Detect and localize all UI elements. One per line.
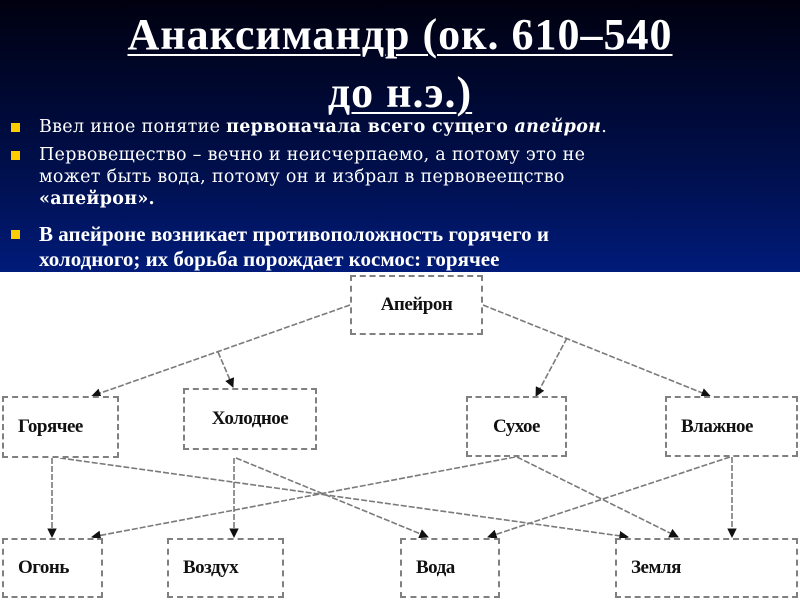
node-label: Земля — [631, 557, 681, 578]
bullet-3-line-2: холодного; их борьба порождает космос: г… — [39, 247, 500, 271]
node-label: Воздух — [183, 557, 239, 578]
node-water: Вода — [400, 538, 500, 598]
edge-wet-water — [487, 456, 731, 539]
bullet-1-part-4: . — [601, 117, 608, 137]
bullet-2-line-1: Первовещество – вечно и неисчерпаемо, а … — [39, 145, 586, 165]
node-earth: Земля — [615, 538, 798, 598]
node-cold: Холодное — [183, 388, 317, 450]
node-hot: Горячее — [2, 396, 119, 458]
edge-cold-water — [235, 457, 429, 539]
bullet-1-part-1: Ввел иное понятие — [39, 117, 227, 137]
node-label: Вода — [416, 557, 455, 578]
edge-dry-fire — [91, 456, 516, 541]
node-label: Влажное — [681, 415, 754, 437]
edge-dry-earth — [516, 456, 679, 538]
node-label: Холодное — [211, 408, 289, 429]
bullet-text-2: Первовещество – вечно и неисчерпаемо, а … — [39, 144, 794, 210]
title-line-1: Анаксимандр (ок. 610–540 — [127, 10, 673, 59]
node-dry: Сухое — [466, 396, 567, 457]
edge-apeiron-dry — [535, 337, 568, 397]
bullet-1-part-3: апейрон — [514, 117, 602, 137]
bullet-square-icon — [11, 123, 20, 132]
bullet-2-line-3: «апейрон». — [39, 189, 155, 209]
bullet-text-3: В апейроне возникает противоположность г… — [39, 222, 794, 272]
node-fire: Огонь — [2, 538, 103, 598]
bullet-square-icon — [11, 151, 20, 160]
node-label: Огонь — [18, 557, 69, 578]
edge-apeiron-cold — [217, 351, 235, 388]
bullet-1-part-2: первоначала всего сущего — [226, 117, 515, 137]
bullet-2-line-2: может быть вода, потому он и избрал в пе… — [39, 167, 565, 187]
title-line-2: до н.э.) — [327, 68, 473, 117]
slide-title: Анаксимандр (ок. 610–540 до н.э.) — [0, 6, 800, 122]
node-label: Горячее — [18, 416, 83, 437]
edge-hot-earth — [59, 457, 629, 541]
apeiron-diagram: Апейрон Горячее Холодное Сухое Влажное О… — [0, 272, 800, 600]
node-label: Сухое — [493, 415, 540, 437]
edge-apeiron-hot — [91, 304, 351, 398]
node-label: Апейрон — [380, 294, 453, 315]
diagram-connectors — [47, 304, 737, 541]
bullet-square-icon — [11, 230, 20, 239]
bullet-3-line-1: В апейроне возникает противоположность г… — [39, 222, 549, 246]
bullet-text-1: Ввел иное понятие первоначала всего суще… — [39, 116, 794, 138]
node-air: Воздух — [167, 538, 284, 598]
edge-apeiron-wet — [482, 304, 711, 398]
node-apeiron: Апейрон — [350, 275, 483, 335]
node-wet: Влажное — [665, 396, 798, 457]
